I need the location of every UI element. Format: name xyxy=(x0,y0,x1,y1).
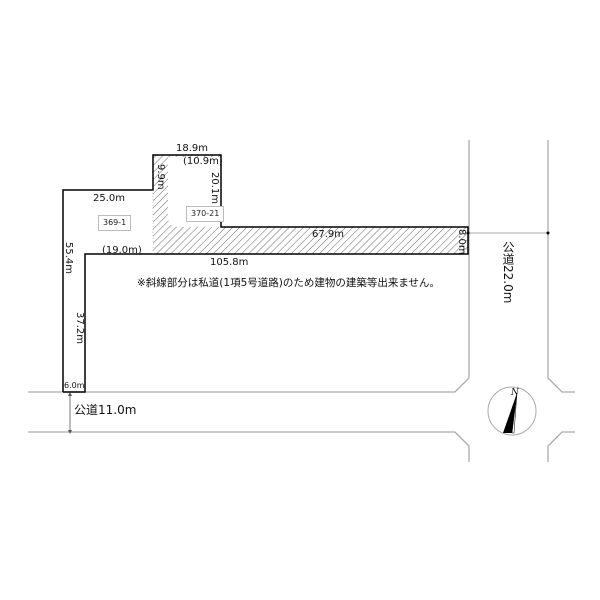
dim-notch-height: 9.9m xyxy=(155,164,166,190)
dim-lower-left-width: (19.0m) xyxy=(102,245,142,256)
private-road-note: ※斜線部分は私道(1項5号道路)のため建物の建築等出来ません。 xyxy=(137,277,441,289)
dim-frontage-width: 6.0m xyxy=(64,381,85,390)
south-road-label: 公道11.0m xyxy=(74,403,137,417)
dim-inner-width: (10.9m) xyxy=(183,156,223,167)
dim-strip-width: 8.0m xyxy=(456,229,467,255)
dim-top-left-width: 25.0m xyxy=(93,193,126,204)
east-road-label: 公道22.0m xyxy=(501,241,515,304)
lot-outline xyxy=(62,154,469,393)
dim-left-lower-height: 37.2m xyxy=(74,312,85,345)
road-lines xyxy=(28,140,575,462)
dim-left-total-height: 55.4m xyxy=(63,242,74,275)
north-arrow-icon xyxy=(487,386,537,436)
dim-inner-height: 20.1m xyxy=(209,172,220,205)
dim-bottom-length: 105.8m xyxy=(210,257,249,268)
lot-label-main: 369-1 xyxy=(98,215,132,231)
dim-top-right-width: 18.9m xyxy=(176,143,209,154)
private-road-hatched-area xyxy=(153,155,468,254)
lot-label-sub: 370-21 xyxy=(186,206,225,222)
compass-north-label: N xyxy=(511,388,519,398)
dim-strip-length: 67.9m xyxy=(312,229,345,240)
